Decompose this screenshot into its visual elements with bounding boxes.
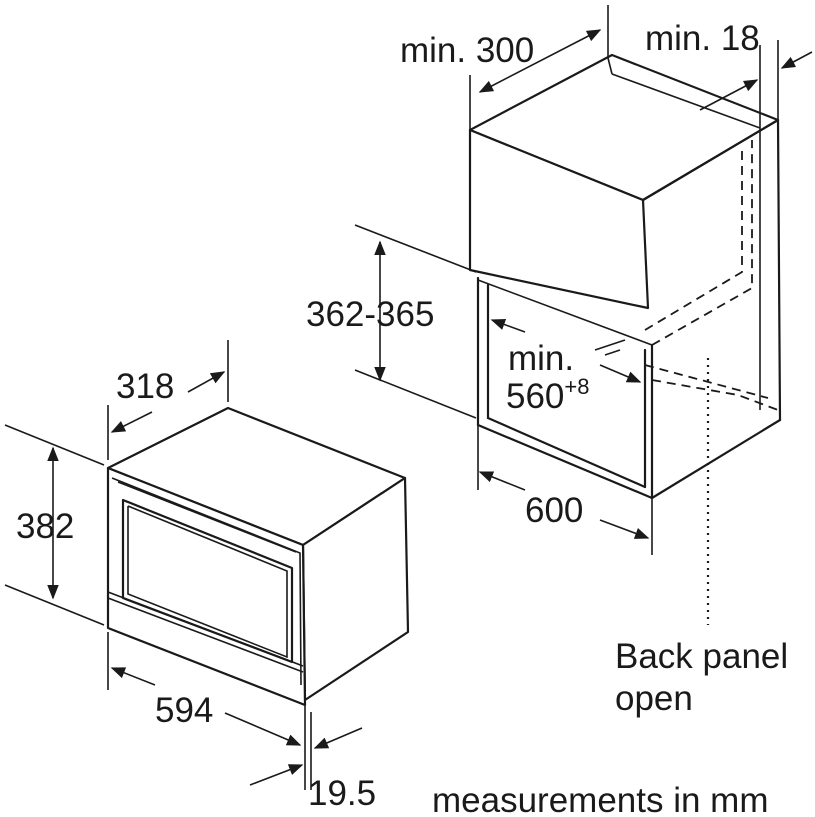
back-panel-label-line1: Back panel (615, 637, 788, 676)
niche-height-label: 362-365 (306, 295, 434, 334)
rear-gap-label: min. 18 (645, 19, 760, 58)
niche-depth-label: min. 300 (400, 31, 534, 70)
dimension-lines (4, 5, 813, 790)
hidden-edges (644, 140, 779, 411)
appliance-height-label: 382 (16, 507, 74, 546)
niche-opening (476, 276, 782, 500)
niche-width-tolerance: +8 (564, 374, 589, 399)
appliance-depth-label: 318 (116, 367, 174, 406)
niche-width-min-label: min. (508, 339, 574, 378)
appliance (106, 406, 410, 707)
niche-outer-width-label: 600 (525, 491, 583, 530)
units-note: measurements in mm (432, 781, 768, 817)
back-panel-label-line2: open (615, 679, 693, 718)
niche-width-value: 560 (506, 377, 564, 416)
appliance-width-label: 594 (155, 691, 213, 730)
front-thickness-label: 19.5 (308, 774, 376, 813)
niche-width-value-label: 560+8 (506, 374, 590, 416)
